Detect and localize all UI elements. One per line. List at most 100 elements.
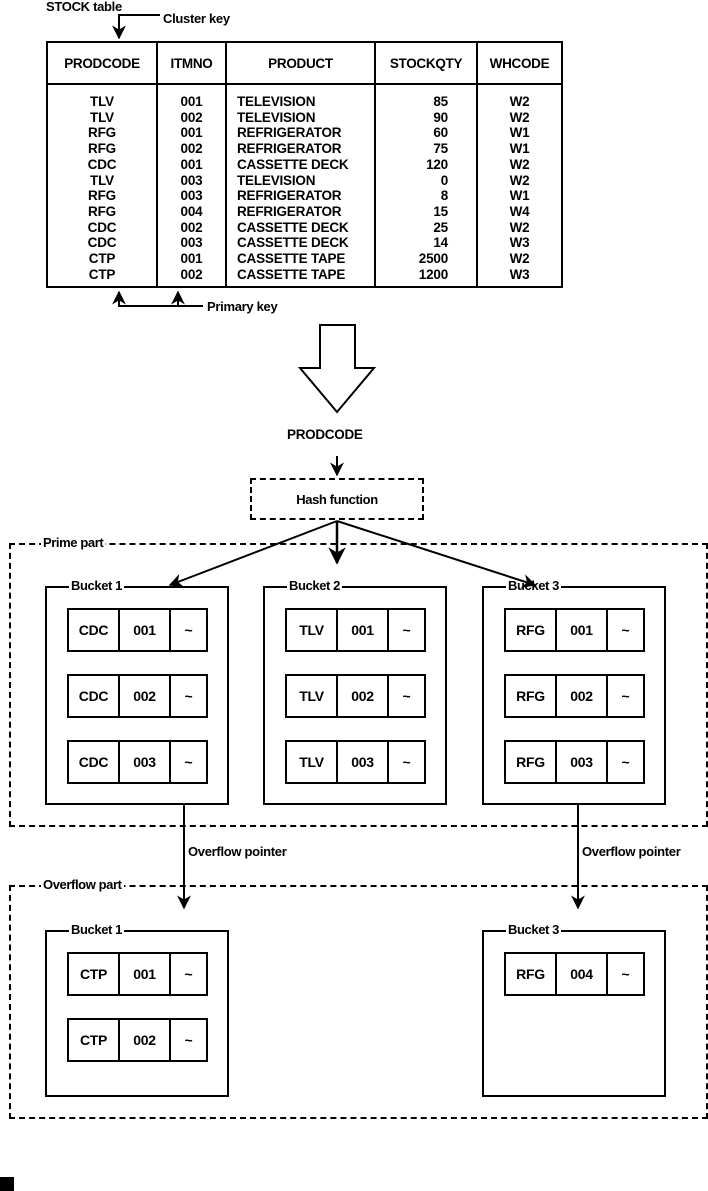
column-header: PRODUCT	[227, 43, 374, 85]
record-key: CTP	[69, 1020, 120, 1060]
cluster-key-label: Cluster key	[163, 11, 230, 26]
table-cell: 004	[180, 203, 203, 219]
key-label: PRODCODE	[287, 427, 363, 442]
table-cell: CTP	[88, 266, 116, 282]
record-itmno: 001	[120, 954, 171, 994]
table-cell: 001	[180, 94, 203, 109]
record-key: CDC	[69, 676, 120, 716]
table-cell: RFG	[88, 203, 116, 219]
record-pointer: ~	[402, 688, 411, 704]
record-pointer: ~	[184, 754, 193, 770]
overflow-pointer-label-1: Overflow pointer	[188, 844, 287, 859]
table-cell: RFG	[88, 141, 116, 157]
table-cell: 001	[180, 156, 203, 172]
table-cell: 1200	[418, 266, 448, 282]
prime-part-label: Prime part	[41, 535, 106, 550]
table-cell: CTP	[88, 251, 116, 267]
table-cell: REFRIGERATOR	[237, 188, 342, 204]
record-itmno: 002	[557, 676, 608, 716]
table-cell: 002	[180, 266, 203, 282]
table-cell: CDC	[87, 156, 117, 172]
table-cell: W2	[509, 109, 530, 125]
table-cell: W2	[509, 219, 530, 235]
table-cell: REFRIGERATOR	[237, 125, 342, 141]
table-cell: TELEVISION	[237, 172, 316, 188]
table-cell: 90	[433, 109, 448, 125]
record-pointer: ~	[184, 1032, 193, 1048]
table-cell: TELEVISION	[237, 109, 316, 125]
table-cell: 002	[180, 219, 203, 235]
table-cell: REFRIGERATOR	[237, 203, 342, 219]
record-key: RFG	[506, 742, 557, 782]
record-key: TLV	[287, 742, 338, 782]
table-cell: W2	[509, 156, 530, 172]
table-cell: 15	[433, 203, 448, 219]
table-cell: W3	[509, 235, 530, 251]
hash-to-bucket-3-arrow	[336, 520, 537, 588]
table-cell: 001	[180, 251, 203, 267]
table-cell: 75	[433, 141, 448, 157]
record-itmno: 003	[120, 742, 171, 782]
bucket-label: Bucket 1	[69, 578, 124, 593]
table-cell: 60	[433, 125, 448, 141]
table-cell: CASSETTE TAPE	[237, 266, 346, 282]
table-title: STOCK table	[46, 0, 122, 14]
table-cell: CASSETTE DECK	[237, 156, 349, 172]
table-cell: TLV	[90, 109, 114, 125]
overflow-pointer-label-3: Overflow pointer	[582, 844, 681, 859]
table-cell: W3	[509, 266, 530, 282]
record-pointer: ~	[621, 622, 630, 638]
record-pointer: ~	[402, 622, 411, 638]
record-key: CTP	[69, 954, 120, 994]
column-header: PRODCODE	[48, 43, 156, 85]
table-cell: RFG	[88, 188, 116, 204]
record-key: TLV	[287, 676, 338, 716]
primary-key-label: Primary key	[207, 299, 278, 314]
table-cell: W1	[509, 188, 530, 204]
table-cell: TLV	[90, 94, 114, 109]
column-header: ITMNO	[158, 43, 225, 85]
table-cell: 002	[180, 109, 203, 125]
record-key: RFG	[506, 610, 557, 650]
record-itmno: 002	[120, 676, 171, 716]
record-pointer: ~	[621, 966, 630, 982]
table-cell: 002	[180, 141, 203, 157]
table-cell: REFRIGERATOR	[237, 141, 342, 157]
table-cell: W2	[509, 94, 530, 109]
overflow-part-label: Overflow part	[41, 877, 124, 892]
table-cell: 14	[433, 235, 448, 251]
record-key: TLV	[287, 610, 338, 650]
record-pointer: ~	[621, 688, 630, 704]
table-cell: 85	[433, 94, 448, 109]
record-key: RFG	[506, 954, 557, 994]
record-pointer: ~	[402, 754, 411, 770]
table-cell: 003	[180, 172, 203, 188]
table-cell: 003	[180, 188, 203, 204]
record-itmno: 004	[557, 954, 608, 994]
table-cell: 001	[180, 125, 203, 141]
table-cell: CASSETTE DECK	[237, 235, 349, 251]
table-cell: W2	[509, 251, 530, 267]
table-cell: W2	[509, 172, 530, 188]
table-cell: W4	[509, 203, 530, 219]
